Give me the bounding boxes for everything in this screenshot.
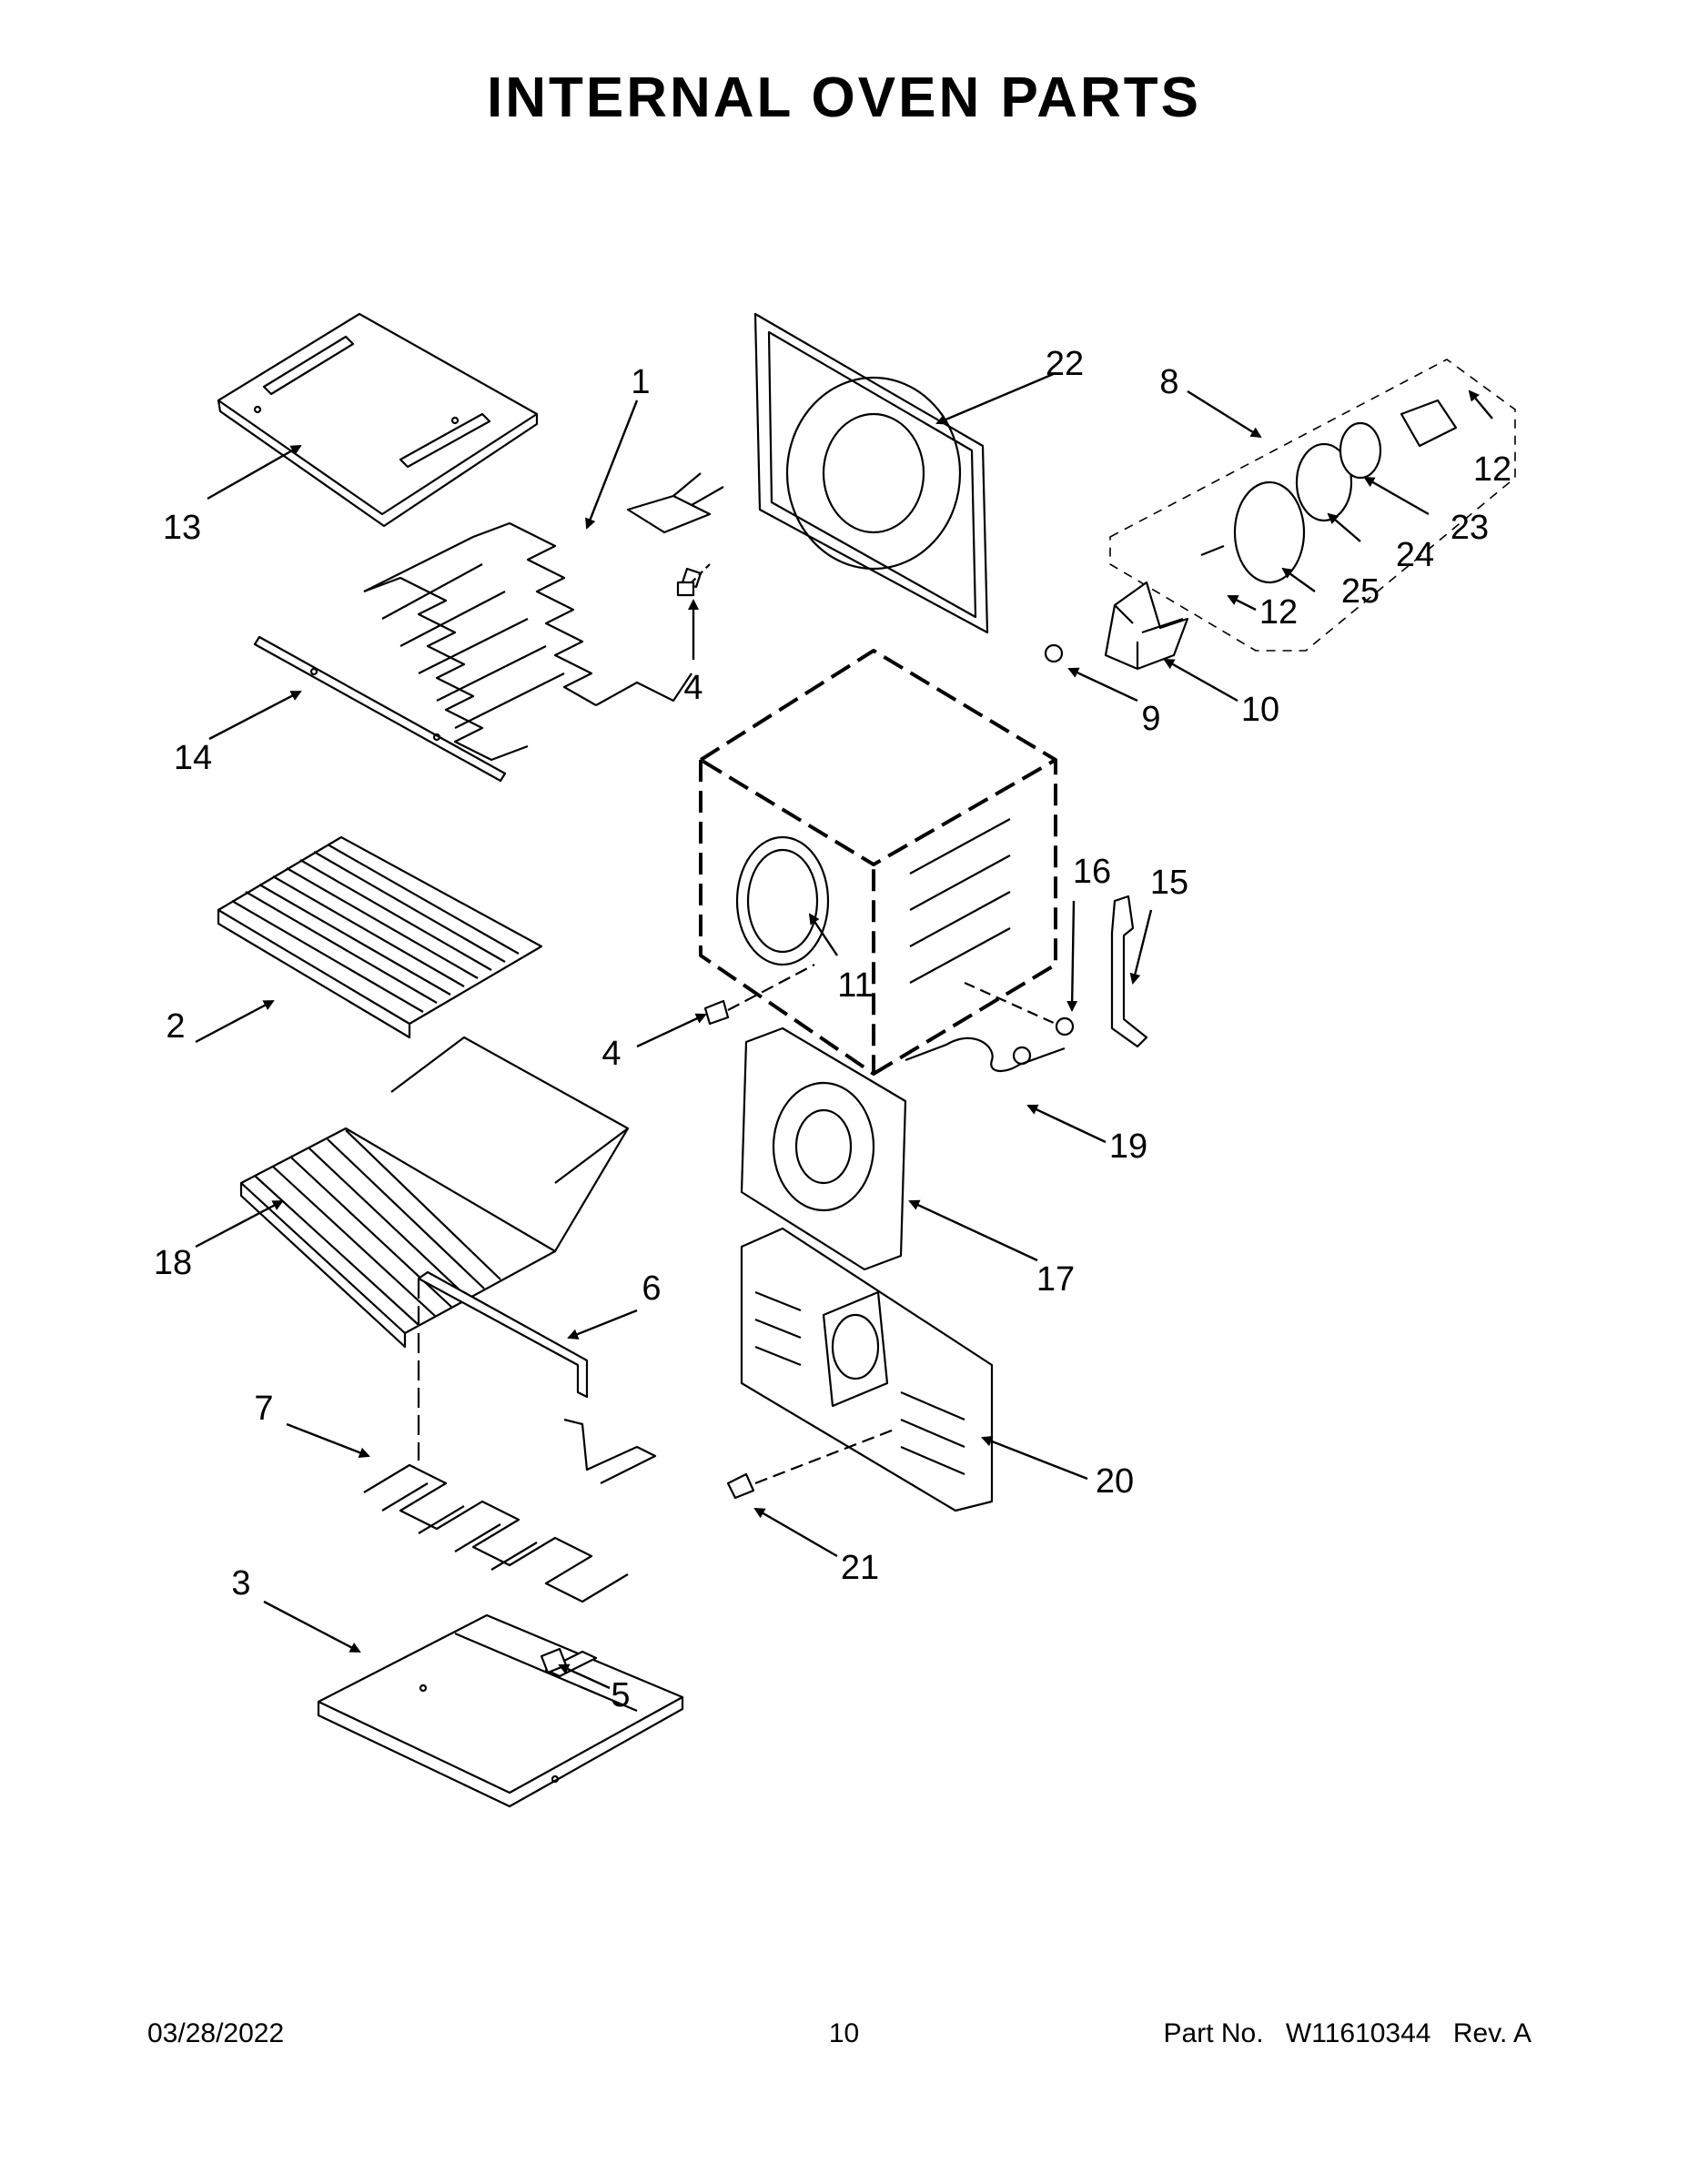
callout-labels: 1 22 8 12 13 23 24 25 12 4 9 10 14 16 15… [154,345,1511,1714]
liner-panel-part-22 [753,312,989,634]
sensor-part-15 [1110,895,1148,1048]
callout-3: 3 [231,1564,250,1603]
bracket-part-6 [417,1270,589,1461]
callout-16: 16 [1073,853,1111,891]
bake-element-part-1 [363,472,724,762]
footer-part-info: Part No. W11610344 Rev. A [1164,2018,1531,2049]
oven-cavity-outline [699,649,1057,1076]
callout-18: 18 [154,1244,192,1282]
part-number-label: Part No. [1163,2018,1264,2048]
callout-4-mid: 4 [601,1035,621,1073]
callout-9: 9 [1141,700,1160,738]
callout-8: 8 [1159,363,1178,401]
cavity-slots [909,818,1011,984]
callout-2: 2 [166,1007,185,1046]
cavity-fan-ring [735,835,830,966]
callout-24: 24 [1396,536,1434,574]
callout-12-top: 12 [1473,450,1511,489]
callout-11: 11 [837,966,873,1005]
part-number: W11610344 [1285,2018,1431,2048]
callout-21: 21 [841,1549,879,1587]
page-title: INTERNAL OVEN PARTS [487,66,1201,129]
callout-23: 23 [1450,509,1489,547]
roller-rack-part-18 [239,1036,630,1349]
footer-date: 03/28/2022 [147,2018,285,2048]
broil-element-part-7 [363,1418,657,1603]
callout-25: 25 [1341,572,1380,611]
callout-1: 1 [631,363,650,401]
callout-20: 20 [1096,1462,1134,1501]
callout-15: 15 [1150,864,1188,902]
callout-12-mid: 12 [1259,593,1298,632]
callout-17: 17 [1036,1260,1075,1299]
nut-part-16 [964,981,1075,1036]
callout-19: 19 [1109,1127,1147,1166]
callout-10: 10 [1241,691,1279,729]
callout-6: 6 [642,1269,661,1308]
screw-part-21 [726,1427,897,1500]
convection-cover-part-17 [740,1026,907,1271]
fan-blade-part-10 [1104,581,1189,671]
screw-part-4-mid [703,964,815,1026]
baffle-plate-part-13 [217,312,539,528]
nut-part-9 [1044,643,1064,663]
oven-rack-part-2 [217,835,543,1039]
footer-page-number: 10 [828,2018,860,2048]
callout-22: 22 [1046,345,1084,383]
revision: Rev. A [1452,2018,1531,2048]
callout-5: 5 [611,1676,630,1714]
callout-4-top: 4 [683,669,702,707]
probe-part-19 [905,1036,1066,1072]
fan-motor-assembly-part-8 [1109,359,1516,652]
callout-14: 14 [174,739,212,777]
rail-part-14 [253,635,507,783]
screw-part-4-top [676,563,711,597]
leader-lines [195,371,1493,1690]
rear-panel-part-20 [740,1227,994,1512]
callout-13: 13 [163,509,201,547]
callout-7: 7 [254,1390,273,1428]
